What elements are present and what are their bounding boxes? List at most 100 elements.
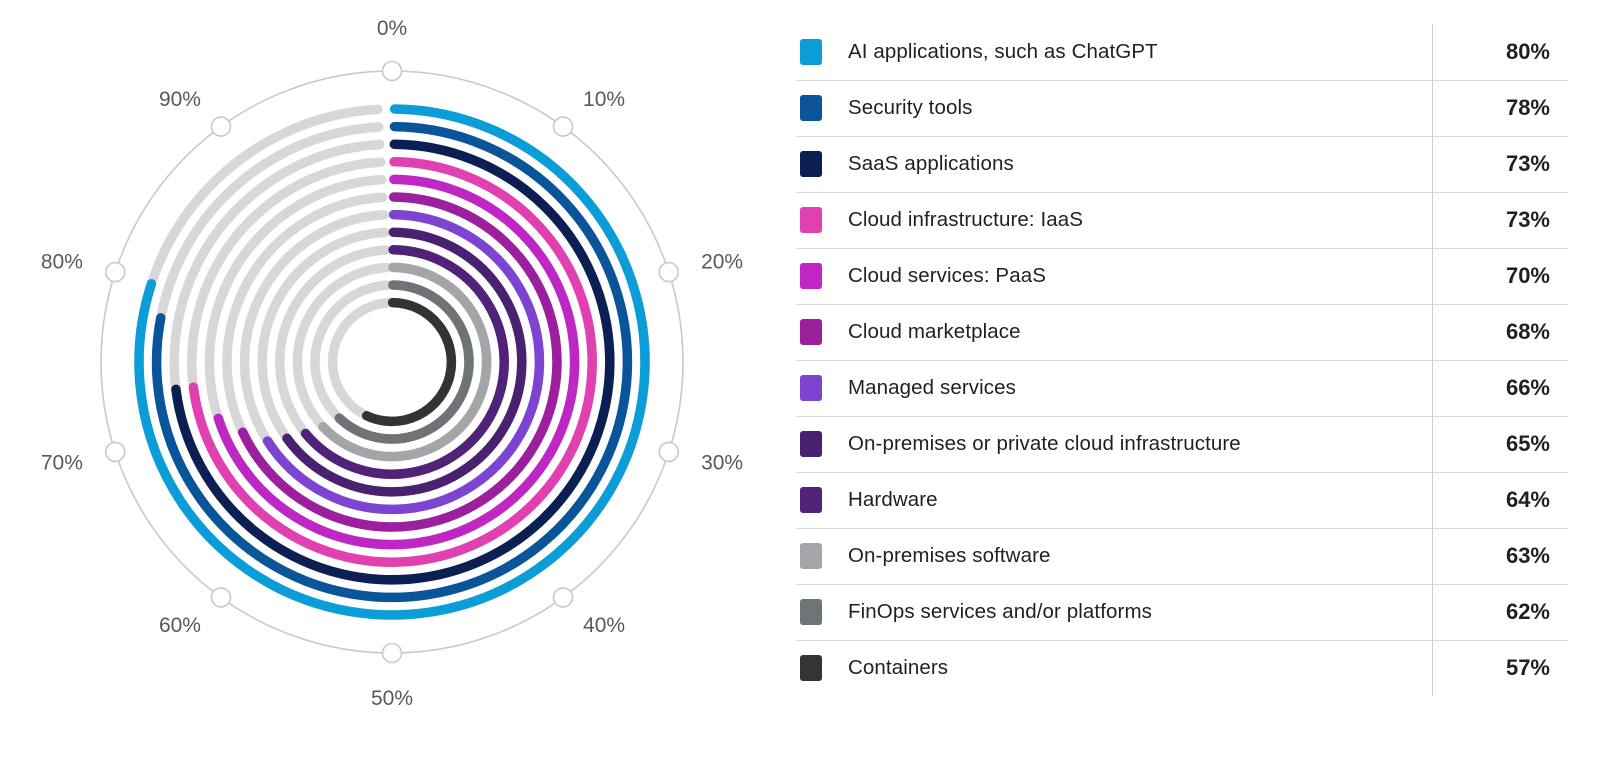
axis-tick-marker-icon bbox=[104, 261, 126, 283]
color-swatch-icon bbox=[800, 95, 822, 121]
legend-swatch-cell bbox=[796, 247, 844, 304]
radial-chart-svg: 0% 10% 20% 30% 40% 50% 60% 70% 80% 90% bbox=[41, 17, 743, 710]
axis-tick-label: 50% bbox=[371, 687, 413, 710]
legend-row[interactable]: On-premises or private cloud infrastruct… bbox=[796, 415, 1568, 472]
axis-tick-30pct: 30% bbox=[658, 441, 743, 474]
legend-swatch-cell bbox=[796, 471, 844, 528]
radial-bar[interactable] bbox=[171, 139, 615, 585]
radial-bar[interactable] bbox=[334, 280, 474, 444]
radial-bar[interactable] bbox=[188, 157, 597, 567]
axis-tick-10pct: 10% bbox=[552, 88, 625, 137]
axis-tick-60pct: 60% bbox=[159, 587, 232, 637]
color-swatch-icon bbox=[800, 38, 822, 65]
legend-swatch-cell bbox=[796, 303, 844, 360]
axis-tick-marker-icon bbox=[210, 116, 232, 137]
radial-bar[interactable] bbox=[262, 209, 545, 515]
legend-swatch-cell bbox=[796, 583, 844, 640]
legend-value: 64% bbox=[1432, 471, 1568, 528]
legend-value: 57% bbox=[1432, 639, 1568, 696]
axis-tick-80pct: 80% bbox=[41, 251, 126, 283]
legend-label: FinOps services and/or platforms bbox=[844, 583, 1433, 640]
radial-bar[interactable] bbox=[318, 262, 492, 462]
legend-label: Containers bbox=[844, 639, 1433, 696]
legend-value: 78% bbox=[1432, 79, 1568, 136]
legend-value: 73% bbox=[1432, 135, 1568, 192]
legend-label: Cloud services: PaaS bbox=[844, 247, 1433, 304]
axis-tick-label: 0% bbox=[377, 17, 407, 40]
axis-tick-20pct: 20% bbox=[658, 251, 743, 283]
legend-label: AI applications, such as ChatGPT bbox=[848, 39, 1158, 63]
legend-value: 66% bbox=[1432, 359, 1568, 416]
color-swatch-icon bbox=[800, 543, 822, 569]
axis-tick-marker-icon bbox=[658, 261, 680, 283]
bar-series bbox=[134, 104, 650, 620]
legend-value: 63% bbox=[1432, 527, 1568, 584]
color-swatch-icon bbox=[800, 263, 822, 289]
axis-tick-40pct: 40% bbox=[552, 587, 625, 637]
color-swatch-icon bbox=[800, 151, 822, 177]
legend-label: Hardware bbox=[844, 471, 1433, 528]
radial-bar[interactable] bbox=[237, 192, 562, 532]
color-swatch-icon bbox=[800, 487, 822, 513]
axis-tick-label: 70% bbox=[41, 451, 83, 474]
legend-swatch-cell bbox=[796, 639, 844, 696]
axis-tick-marker-icon bbox=[658, 441, 680, 463]
color-swatch-icon bbox=[800, 431, 822, 457]
color-swatch-icon bbox=[800, 375, 822, 401]
axis-tick-marker-icon bbox=[552, 116, 574, 137]
axis-tick-marker-icon bbox=[210, 587, 232, 608]
legend-label: Cloud infrastructure: IaaS bbox=[844, 191, 1433, 248]
legend-swatch-cell bbox=[796, 359, 844, 416]
axis-tick-marker-icon bbox=[381, 60, 403, 82]
legend-value: 70% bbox=[1432, 247, 1568, 304]
radial-bar[interactable] bbox=[151, 121, 633, 603]
radial-bar[interactable] bbox=[213, 174, 580, 550]
color-swatch-icon bbox=[800, 207, 822, 233]
axis-tick-90pct: 90% bbox=[159, 88, 232, 137]
legend-table: AI applications, such as ChatGPT 80%Secur… bbox=[796, 24, 1568, 696]
legend-label: Managed services bbox=[844, 359, 1433, 416]
legend-swatch-cell bbox=[796, 527, 844, 584]
legend-swatch-cell bbox=[796, 79, 844, 136]
legend-value: 65% bbox=[1432, 415, 1568, 472]
radial-chart-panel: 0% 10% 20% 30% 40% 50% 60% 70% 80% 90% bbox=[0, 0, 784, 764]
axis-tick-label: 90% bbox=[159, 88, 201, 111]
axis-tick-50pct: 50% bbox=[371, 642, 413, 710]
legend-swatch-cell bbox=[796, 135, 844, 192]
legend-row[interactable]: AI applications, such as ChatGPT 80% bbox=[796, 24, 1568, 80]
axis-tick-marker-icon bbox=[381, 642, 403, 664]
color-swatch-icon bbox=[800, 599, 822, 625]
legend-label: Security tools bbox=[844, 79, 1433, 136]
axis-tick-label: 30% bbox=[701, 451, 743, 474]
legend-value: 80% bbox=[1432, 24, 1568, 80]
axis-tick-label: 60% bbox=[159, 614, 201, 637]
legend-swatch-cell bbox=[796, 24, 844, 80]
legend-panel: AI applications, such as ChatGPT 80%Secur… bbox=[784, 0, 1624, 696]
axis-tick-70pct: 70% bbox=[41, 441, 126, 474]
axis-tick-label: 10% bbox=[583, 88, 625, 111]
axis-tick-label: 40% bbox=[583, 614, 625, 637]
color-swatch-icon bbox=[800, 319, 822, 345]
radial-bar[interactable] bbox=[300, 245, 509, 479]
radial-bar[interactable] bbox=[282, 227, 527, 497]
axis-tick-marker-icon bbox=[104, 441, 126, 463]
legend-label: Cloud marketplace bbox=[844, 303, 1433, 360]
radial-bar[interactable] bbox=[361, 297, 457, 427]
legend-swatch-cell bbox=[796, 415, 844, 472]
color-swatch-icon bbox=[800, 655, 822, 682]
legend-value: 62% bbox=[1432, 583, 1568, 640]
radial-bar[interactable] bbox=[134, 104, 650, 620]
axis-tick-label: 20% bbox=[701, 251, 743, 274]
axis-tick-label: 80% bbox=[41, 251, 83, 274]
